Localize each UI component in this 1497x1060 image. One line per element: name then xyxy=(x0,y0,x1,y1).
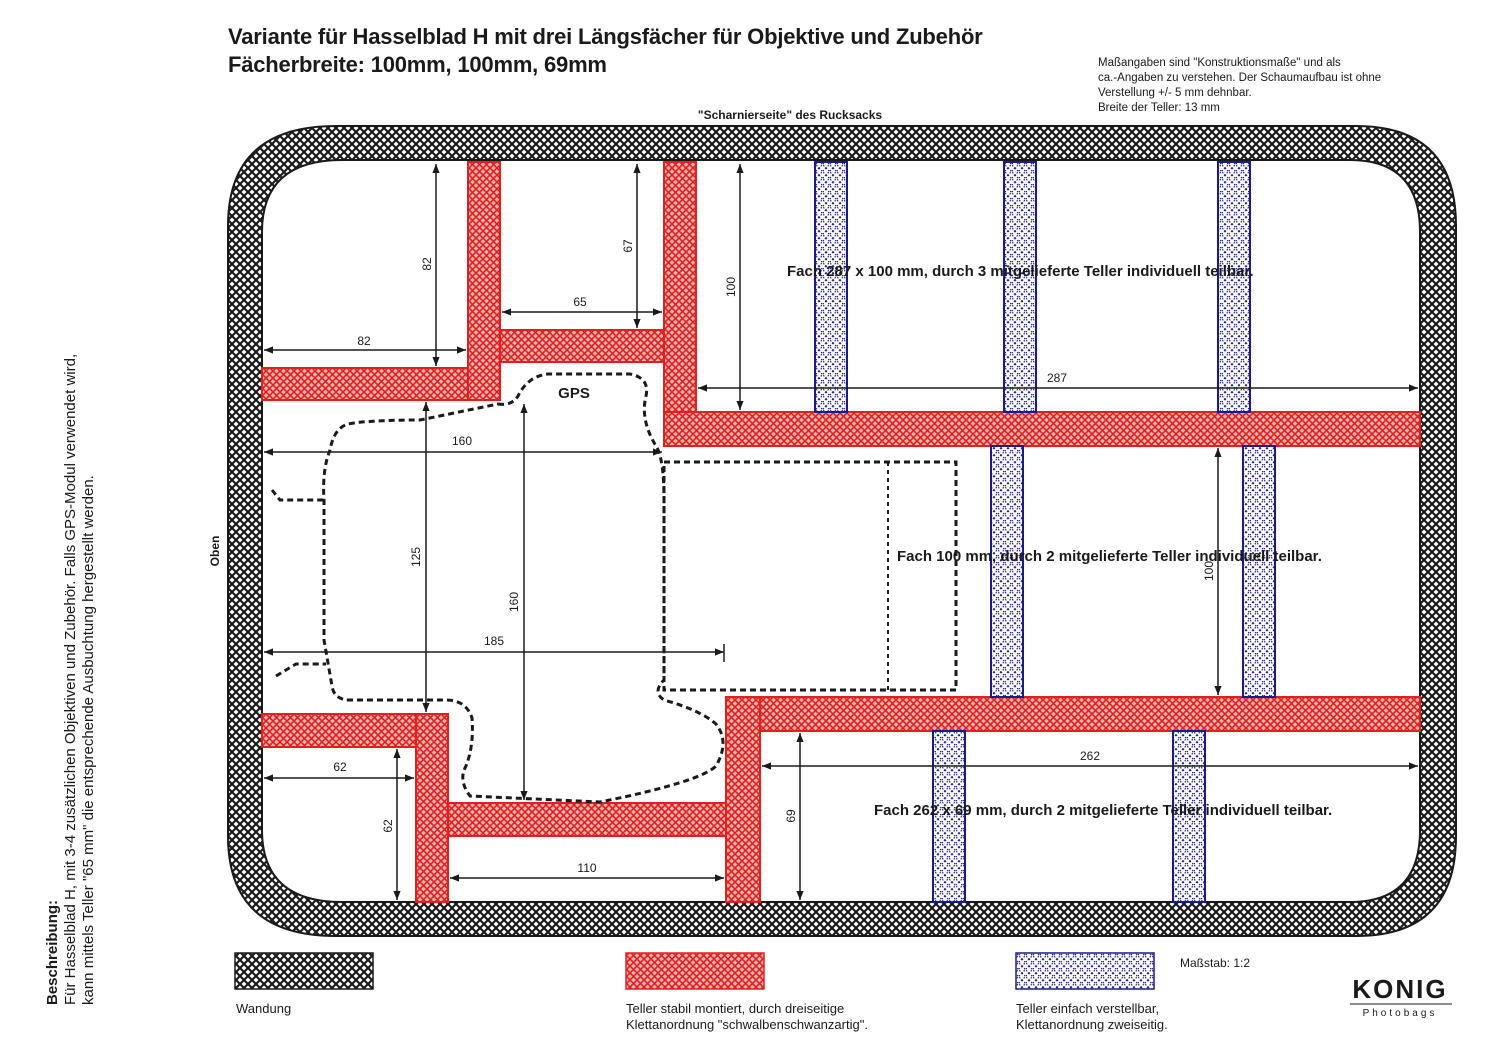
scale-label: Maßstab: 1:2 xyxy=(1180,956,1250,970)
fixed-divider xyxy=(447,802,727,837)
camera-grip-bottom xyxy=(275,662,326,678)
hinge-side-label: "Scharnierseite" des Rucksacks xyxy=(698,108,882,122)
dim-100-top: 100 xyxy=(724,277,738,297)
legend-fixed-swatch xyxy=(625,952,765,990)
fixed-dividers xyxy=(261,161,1421,903)
adjustable-divider xyxy=(932,730,966,903)
dim-67: 67 xyxy=(621,239,635,253)
dimension-lines xyxy=(264,164,1418,900)
legend-adjustable-label: Teller einfach verstellbar, xyxy=(1016,1001,1159,1016)
case-wall xyxy=(227,125,1457,937)
note-line: Maßangaben sind "Konstruktionsmaße" und … xyxy=(1098,57,1341,69)
legend-wall-label: Wandung xyxy=(236,1001,291,1016)
adjustable-divider xyxy=(990,445,1024,698)
dim-82-horizontal: 82 xyxy=(357,334,371,348)
title-line-2: Fächerbreite: 100mm, 100mm, 69mm xyxy=(228,52,607,77)
fixed-divider xyxy=(415,713,449,903)
note-line: Breite der Teller: 13 mm xyxy=(1098,102,1220,114)
legend-adjustable-swatch xyxy=(1015,952,1155,990)
fixed-divider xyxy=(663,411,1421,447)
dim-287: 287 xyxy=(1047,371,1067,385)
dim-160-vertical: 160 xyxy=(507,592,521,612)
compartment-1-label: Fach 287 x 100 mm, durch 3 mitgelieferte… xyxy=(787,263,1254,280)
dimension-note: Maßangaben sind "Konstruktionsmaße" und … xyxy=(1098,56,1488,116)
legend-wall-swatch xyxy=(234,952,374,990)
lens-outline xyxy=(662,460,958,692)
gps-label: GPS xyxy=(558,385,590,402)
adjustable-divider xyxy=(1217,161,1251,413)
dim-69: 69 xyxy=(784,809,798,823)
logo-subtext: Photobags xyxy=(1363,1008,1438,1019)
adjustable-divider xyxy=(814,161,848,413)
adjustable-divider xyxy=(1003,161,1037,413)
dim-125: 125 xyxy=(409,547,423,567)
fixed-divider xyxy=(725,696,1421,732)
dim-62-vertical: 62 xyxy=(381,819,395,833)
adjustable-divider xyxy=(1172,730,1206,903)
fixed-divider xyxy=(499,329,665,363)
dim-262: 262 xyxy=(1080,749,1100,763)
fixed-divider xyxy=(467,161,501,401)
legend-fixed-label: Klettanordnung "schwalbenschwanzartig". xyxy=(626,1017,868,1032)
title-line-1: Variante für Hasselblad H mit drei Längs… xyxy=(228,24,983,49)
top-side-label: Oben xyxy=(208,536,222,567)
note-line: ca.-Angaben zu verstehen. Der Schaumaufb… xyxy=(1098,72,1382,84)
note-line: Verstellung +/- 5 mm dehnbar. xyxy=(1098,87,1252,99)
fixed-divider xyxy=(663,161,697,447)
fixed-divider xyxy=(261,367,501,401)
adjustable-dividers xyxy=(814,161,1276,903)
dim-110: 110 xyxy=(577,861,596,875)
dim-100-right: 100 xyxy=(1202,561,1216,581)
camera-outline xyxy=(322,372,725,804)
camera-grip-top xyxy=(270,489,324,502)
adjustable-divider xyxy=(1242,445,1276,698)
dim-160-horizontal: 160 xyxy=(452,434,472,448)
fixed-divider xyxy=(725,696,761,903)
compartment-2-label: Fach 100 mm, durch 2 mitgelieferte Telle… xyxy=(897,548,1322,565)
dim-65: 65 xyxy=(573,295,587,309)
dim-62-horizontal: 62 xyxy=(333,760,347,774)
dim-185: 185 xyxy=(484,634,504,648)
logo-text: KONIG xyxy=(1352,974,1447,1004)
legend-fixed-label: Teller stabil montiert, durch dreiseitig… xyxy=(626,1001,844,1016)
dim-82-vertical: 82 xyxy=(420,257,434,271)
compartment-3-label: Fach 262 x 69 mm, durch 2 mitgelieferte … xyxy=(874,802,1332,819)
legend-adjustable-label: Klettanordnung zweiseitig. xyxy=(1016,1017,1168,1032)
